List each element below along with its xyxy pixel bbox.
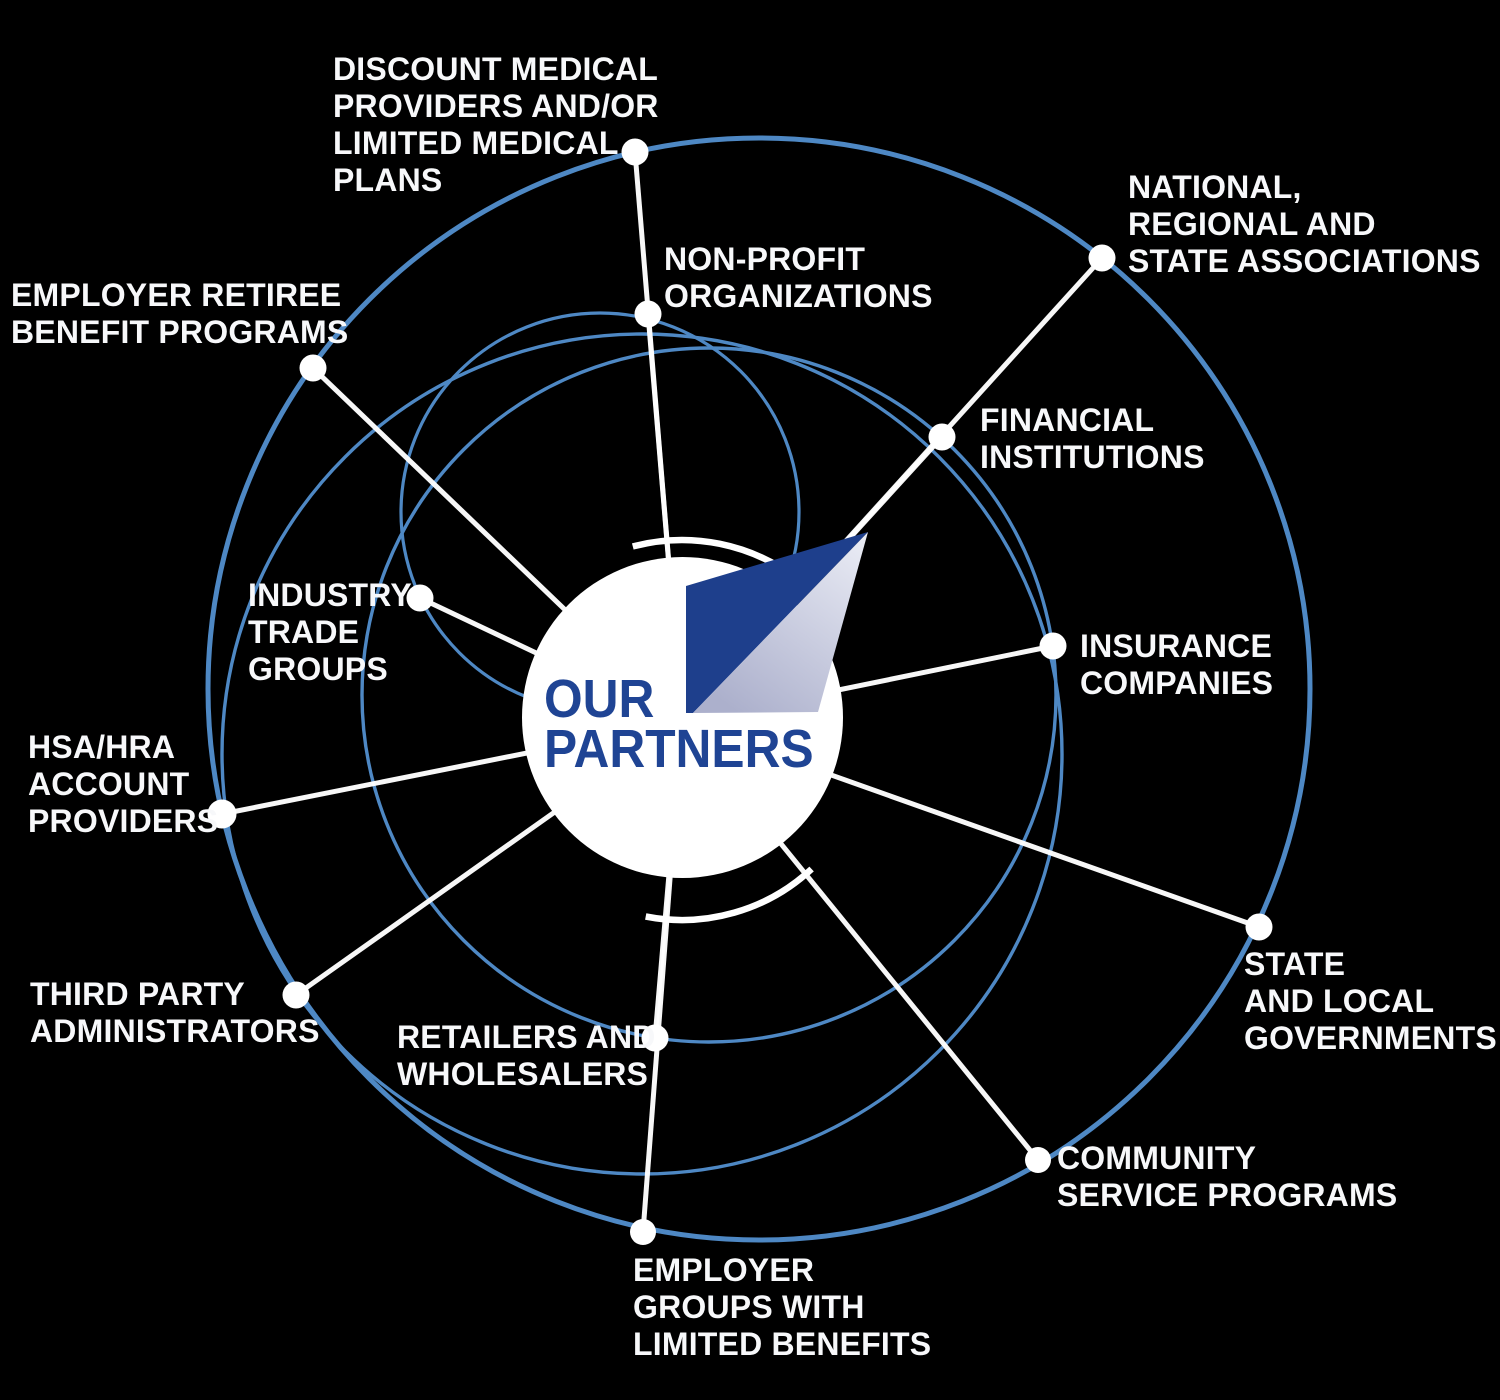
partner-node-discount-medical-providers [621, 138, 649, 166]
sail-logo-icon [686, 532, 868, 713]
orbit-circle-inner [360, 346, 1058, 1044]
partner-node-insurance-companies [1039, 632, 1067, 660]
partner-node-retailers-wholesalers [641, 1024, 669, 1052]
partner-label-industry-trade-groups: INDUSTRY TRADE GROUPS [248, 577, 412, 687]
partner-node-third-party-administrators [282, 981, 310, 1009]
partner-label-community-service-programs: COMMUNITY SERVICE PROGRAMS [1057, 1140, 1398, 1213]
partner-node-employer-retiree-benefit-programs [299, 354, 327, 382]
partner-label-state-local-governments: STATE AND LOCAL GOVERNMENTS [1244, 946, 1497, 1056]
partner-label-employer-retiree-benefit-programs: EMPLOYER RETIREE BENEFIT PROGRAMS [11, 277, 349, 350]
partner-nodes [207, 138, 1273, 1245]
sail-dark-half [686, 532, 868, 713]
orbit-circle-outer [205, 135, 1313, 1243]
page-title: OUR PARTNERS [544, 669, 814, 779]
partner-node-state-local-governments [1245, 913, 1273, 941]
partner-label-non-profit-organizations: NON-PROFIT ORGANIZATIONS [664, 241, 933, 314]
partner-label-insurance-companies: INSURANCE COMPANIES [1080, 628, 1274, 701]
center-ring-arc-bottom [645, 866, 814, 924]
partner-node-non-profit-organizations [634, 300, 662, 328]
partner-node-hsa-hra-account-providers [207, 799, 237, 829]
partner-label-discount-medical-providers: DISCOUNT MEDICAL PROVIDERS AND/OR LIMITE… [333, 51, 659, 198]
partner-label-national-regional-state-associations: NATIONAL, REGIONAL AND STATE ASSOCIATION… [1128, 169, 1481, 279]
partner-label-retailers-wholesalers: RETAILERS AND WHOLESALERS [397, 1019, 656, 1092]
partner-node-national-regional-state-associations [1088, 244, 1116, 272]
sail-light-half [693, 532, 868, 713]
partner-label-employer-groups-limited-benefits: EMPLOYER GROUPS WITH LIMITED BENEFITS [633, 1252, 932, 1362]
partner-node-employer-groups-limited-benefits [630, 1219, 656, 1245]
partner-label-financial-institutions: FINANCIAL INSTITUTIONS [980, 402, 1205, 475]
partner-node-community-service-programs [1025, 1147, 1051, 1173]
partner-node-financial-institutions [928, 423, 956, 451]
partner-label-hsa-hra-account-providers: HSA/HRA ACCOUNT PROVIDERS [28, 729, 219, 839]
orbit-circle-middle [220, 332, 1064, 1176]
partner-label-third-party-administrators: THIRD PARTY ADMINISTRATORS [30, 976, 320, 1049]
partner-node-industry-trade-groups [406, 584, 434, 612]
